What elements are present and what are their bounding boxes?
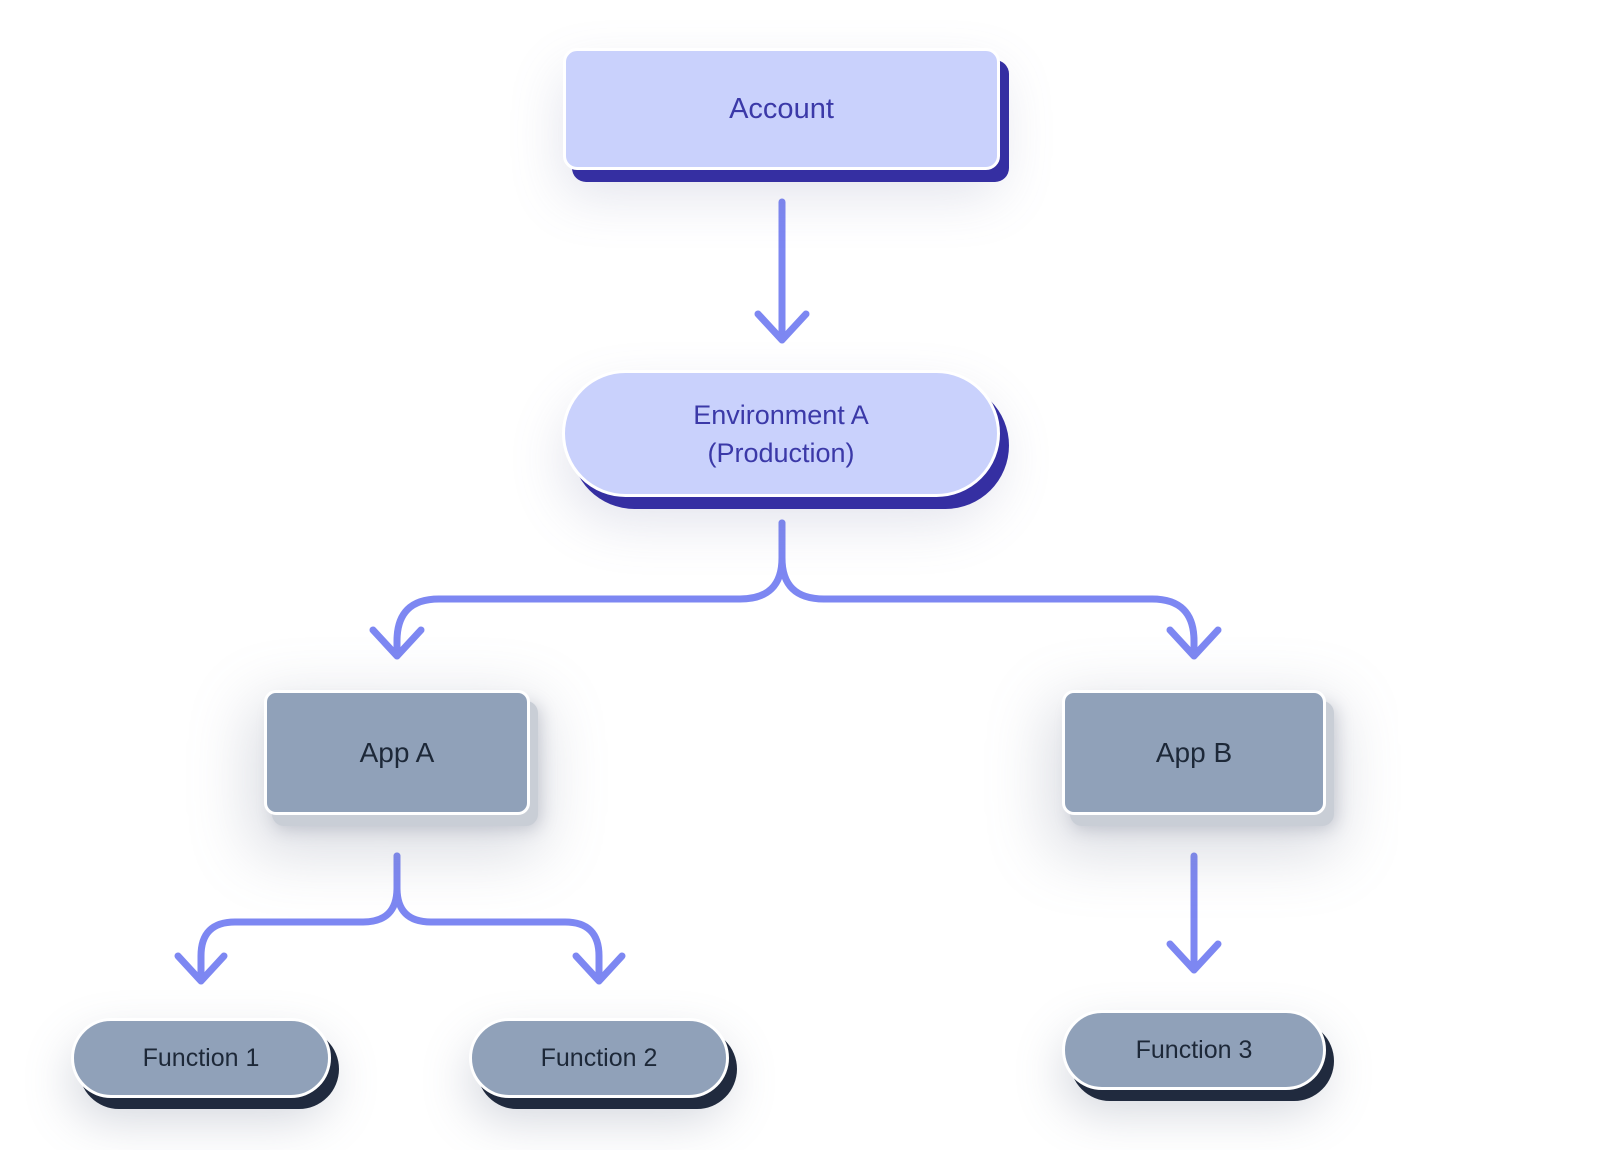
edge-environment-app-a: [369, 519, 786, 660]
edge-app-b-function-3: [1166, 852, 1222, 974]
node-function-3-label: Function 3: [1135, 1035, 1253, 1064]
node-account: Account: [563, 48, 1000, 170]
arrowhead-down-icon: [369, 626, 425, 660]
arrowhead-down-icon: [1166, 940, 1222, 974]
node-environment-a: Environment A (Production): [562, 370, 1000, 497]
edge-app-a-function-2: [393, 852, 626, 985]
node-app-b: App B: [1062, 690, 1326, 815]
node-function-2-label: Function 2: [540, 1043, 658, 1072]
node-environment-label-line1: Environment A: [693, 399, 869, 430]
arrowhead-down-icon: [1166, 626, 1222, 660]
arrowhead-down-icon: [572, 952, 626, 985]
node-function-3: Function 3: [1062, 1010, 1326, 1090]
node-function-2: Function 2: [469, 1018, 729, 1098]
node-environment-label-line2: (Production): [707, 437, 855, 468]
arrowhead-down-icon: [174, 952, 228, 985]
node-app-a-label: App A: [359, 736, 435, 768]
edge-environment-app-b: [778, 519, 1222, 660]
edge-app-a-function-1: [174, 852, 401, 985]
node-function-1: Function 1: [71, 1018, 331, 1098]
node-function-1-label: Function 1: [142, 1043, 260, 1072]
node-app-b-label: App B: [1155, 736, 1233, 768]
edge-account-environment: [754, 198, 810, 344]
arrowhead-down-icon: [754, 310, 810, 344]
node-app-a: App A: [264, 690, 530, 815]
node-account-label: Account: [729, 92, 834, 125]
